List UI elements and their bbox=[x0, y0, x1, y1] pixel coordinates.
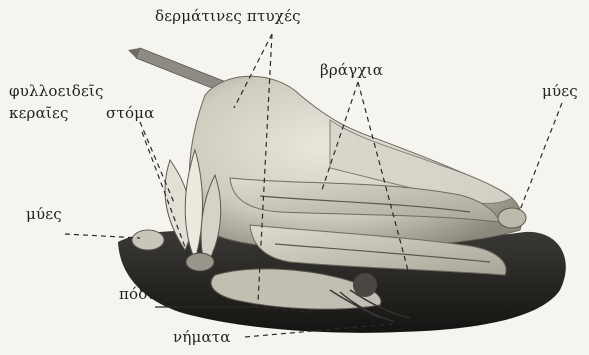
label-threads: νήματα bbox=[173, 330, 231, 345]
label-foot: πόδι bbox=[119, 287, 154, 302]
label-skin-folds: δερμάτινες πτυχές bbox=[155, 9, 301, 24]
label-muscles-left: μύες bbox=[26, 207, 62, 222]
adductor-muscle-right bbox=[498, 208, 526, 228]
mouth bbox=[186, 253, 214, 271]
label-leaf-antennae-line2: κεραῖες bbox=[9, 106, 69, 121]
adductor-muscle-left bbox=[132, 230, 164, 250]
label-muscles-right: μύες bbox=[542, 84, 578, 99]
label-gills: βράγχια bbox=[320, 63, 383, 78]
label-mouth: στόμα bbox=[106, 106, 154, 121]
label-leaf-antennae-line1: φυλλοειδεῖς bbox=[9, 84, 104, 99]
probe-tool bbox=[136, 48, 226, 92]
